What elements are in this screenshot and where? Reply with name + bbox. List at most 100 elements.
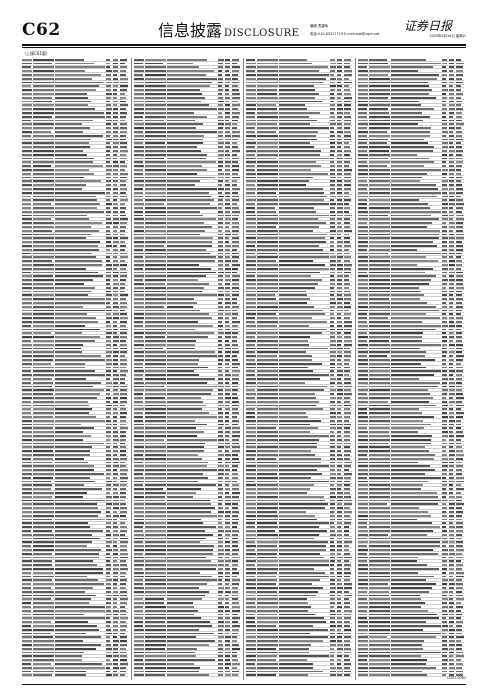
table-row (22, 404, 128, 408)
text-line (134, 351, 144, 354)
text-line (106, 476, 111, 479)
text-line (456, 507, 463, 509)
table-row (22, 537, 128, 541)
text-line (120, 343, 127, 346)
text-line (456, 127, 462, 129)
text-line (218, 180, 223, 183)
text-line (55, 252, 93, 255)
table-row (22, 153, 128, 157)
text-line (442, 313, 447, 316)
text-line (330, 362, 336, 365)
text-line (55, 408, 93, 411)
text-line (369, 529, 390, 532)
text-line (145, 590, 166, 593)
text-line (106, 351, 112, 354)
text-line (134, 301, 144, 304)
text-line (145, 81, 166, 84)
text-line (449, 590, 454, 593)
text-line (120, 590, 128, 593)
text-line (145, 522, 166, 525)
text-line (369, 130, 388, 133)
text-line (330, 96, 335, 99)
text-line (55, 317, 96, 319)
text-line (391, 590, 430, 593)
text-line (225, 214, 231, 217)
text-line (391, 385, 438, 388)
text-line (22, 602, 31, 604)
text-line (106, 575, 111, 578)
text-line (279, 210, 317, 213)
text-line (232, 366, 239, 369)
text-line (337, 514, 342, 517)
text-line (120, 172, 128, 175)
text-line (456, 184, 462, 186)
text-line (167, 271, 217, 274)
text-line (330, 415, 336, 418)
text-line (337, 199, 342, 202)
text-line (225, 567, 230, 570)
text-line (369, 339, 389, 342)
text-line (358, 313, 368, 316)
masthead-meta: 编辑 贾碧晖 电话:010-63327719 E-mail:zqb@zqrb.n… (306, 19, 466, 42)
text-line (449, 594, 454, 597)
text-line (145, 294, 166, 297)
text-line (246, 381, 256, 384)
text-line (391, 119, 424, 122)
text-line (113, 590, 118, 593)
text-line (442, 233, 448, 236)
text-line (257, 233, 278, 236)
text-line (232, 567, 238, 570)
text-line (330, 495, 336, 498)
text-line (246, 305, 256, 308)
text-line (257, 507, 278, 509)
text-line (456, 96, 462, 99)
text-line (134, 533, 144, 536)
text-line (33, 165, 52, 167)
text-line (330, 134, 335, 137)
text-line (449, 480, 455, 483)
text-line (391, 488, 421, 490)
text-line (442, 127, 448, 129)
text-line (456, 499, 463, 502)
text-line (225, 659, 230, 661)
text-line (167, 507, 215, 509)
text-line (218, 662, 224, 665)
text-line (391, 514, 431, 517)
text-line (232, 66, 240, 69)
text-line (134, 355, 144, 357)
text-line (106, 104, 111, 107)
text-line (358, 415, 368, 418)
table-column (22, 58, 128, 680)
text-line (279, 503, 329, 506)
text-line (456, 85, 462, 88)
text-line (391, 541, 440, 544)
text-line (246, 514, 256, 517)
text-line (134, 298, 144, 300)
text-line (344, 389, 352, 392)
text-line (391, 149, 434, 152)
table-row (22, 126, 128, 131)
text-line (218, 571, 224, 574)
table-row (134, 286, 240, 290)
text-line (391, 237, 440, 240)
text-line (369, 66, 390, 69)
text-line (120, 317, 128, 319)
text-line (246, 488, 256, 490)
text-line (257, 267, 278, 270)
text-line (145, 248, 166, 251)
text-line (330, 149, 335, 152)
text-line (344, 396, 350, 399)
text-line (279, 165, 321, 167)
text-line (369, 210, 390, 213)
text-line (55, 480, 95, 483)
text-line (134, 92, 144, 95)
text-line (167, 537, 206, 540)
text-line (106, 233, 111, 236)
text-line (449, 636, 455, 639)
text-line (358, 461, 368, 464)
text-line (167, 560, 211, 563)
table-row (134, 347, 240, 351)
text-line (330, 244, 335, 247)
text-line (33, 248, 54, 251)
table-row (134, 225, 240, 229)
